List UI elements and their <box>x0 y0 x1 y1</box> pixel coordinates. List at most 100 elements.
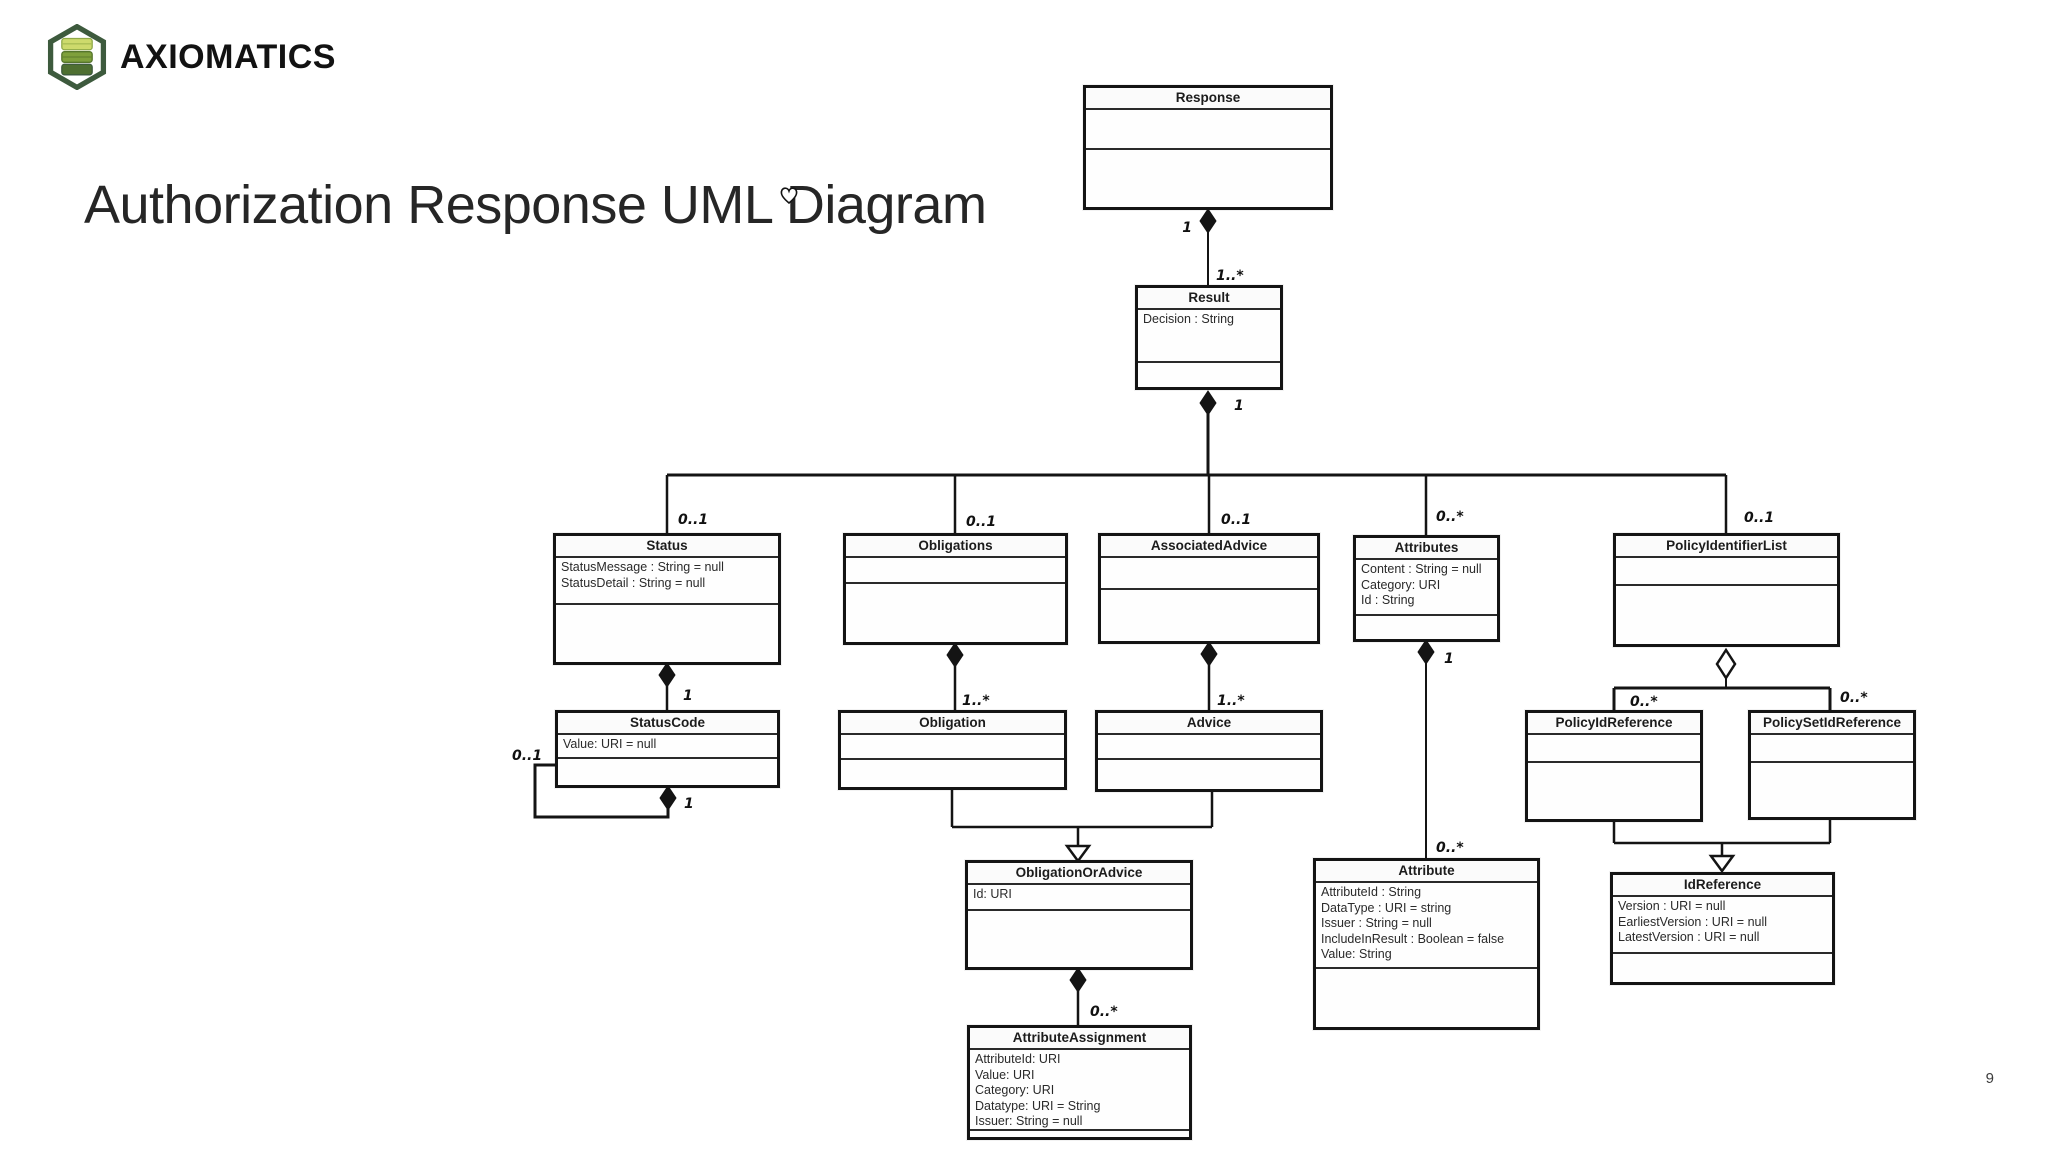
uml-class-advice: Advice <box>1095 710 1323 792</box>
class-title: AssociatedAdvice <box>1101 536 1317 558</box>
uml-class-policysetidreference: PolicySetIdReference <box>1748 710 1916 820</box>
class-operations <box>1138 363 1280 387</box>
class-operations <box>1613 954 1832 982</box>
class-operations <box>1356 616 1497 639</box>
class-attributes: Version : URI = null EarliestVersion : U… <box>1613 897 1832 954</box>
class-title: Status <box>556 536 778 558</box>
edge-associatedadvice-advice: 1..* <box>1200 641 1245 710</box>
class-attributes: Decision : String <box>1138 310 1280 363</box>
class-title: ObligationOrAdvice <box>968 863 1190 885</box>
svg-text:0..1: 0..1 <box>1221 512 1251 528</box>
edge-generalization-idreference <box>1612 820 1832 874</box>
edge-status-statuscode: 1 <box>658 662 693 710</box>
svg-text:0..1: 0..1 <box>966 514 996 530</box>
class-operations <box>846 584 1065 642</box>
class-attributes <box>841 735 1064 760</box>
class-title: Advice <box>1098 713 1320 735</box>
mouse-cursor-icon <box>780 187 798 205</box>
class-title: PolicySetIdReference <box>1751 713 1913 735</box>
class-attributes: Id: URI <box>968 885 1190 911</box>
class-operations <box>1616 586 1837 644</box>
class-operations <box>1316 969 1537 1027</box>
class-attributes <box>1528 735 1700 763</box>
svg-text:1..*: 1..* <box>1217 693 1245 709</box>
class-attributes <box>1086 110 1330 150</box>
class-attributes <box>846 558 1065 584</box>
class-operations <box>970 1131 1189 1137</box>
edge-ooa-attributeassignment: 0..* <box>1069 967 1118 1025</box>
class-operations <box>1751 763 1913 817</box>
class-title: Response <box>1086 88 1330 110</box>
uml-class-attributeassignment: AttributeAssignment AttributeId: URI Val… <box>967 1025 1192 1140</box>
uml-class-result: Result Decision : String <box>1135 285 1283 390</box>
class-title: StatusCode <box>558 713 777 735</box>
class-title: Result <box>1138 288 1280 310</box>
class-operations <box>1086 150 1330 207</box>
class-operations <box>1528 763 1700 819</box>
class-operations <box>556 605 778 662</box>
uml-class-policyidentifierlist: PolicyIdentifierList <box>1613 533 1840 647</box>
axiomatics-logo: AXIOMATICS <box>44 24 336 90</box>
svg-text:0..1: 0..1 <box>512 748 542 764</box>
svg-text:1..*: 1..* <box>962 693 990 709</box>
class-title: Obligations <box>846 536 1065 558</box>
axiomatics-logo-text: AXIOMATICS <box>120 37 336 76</box>
class-title: Attributes <box>1356 538 1497 560</box>
edge-statuscode-self: 1 0..1 <box>512 748 694 819</box>
svg-text:0..*: 0..* <box>1090 1004 1118 1020</box>
svg-text:0..*: 0..* <box>1840 690 1868 706</box>
axiomatics-logo-icon <box>47 24 107 90</box>
class-attributes <box>1751 735 1913 763</box>
uml-class-statuscode: StatusCode Value: URI = null <box>555 710 780 788</box>
edge-obligations-obligation: 1..* <box>946 642 990 710</box>
class-operations <box>1098 760 1320 789</box>
class-attributes <box>1616 558 1837 586</box>
svg-text:1: 1 <box>1444 651 1454 667</box>
edge-generalization-obligationoradvice <box>950 790 1214 864</box>
edge-response-result: 1 1..* <box>1182 208 1244 285</box>
class-attributes: StatusMessage : String = null StatusDeta… <box>556 558 778 605</box>
class-title: PolicyIdentifierList <box>1616 536 1837 558</box>
class-title: PolicyIdReference <box>1528 713 1700 735</box>
class-attributes: AttributeId: URI Value: URI Category: UR… <box>970 1050 1189 1131</box>
class-attributes: Content : String = null Category: URI Id… <box>1356 560 1497 616</box>
class-attributes <box>1098 735 1320 760</box>
class-attributes: Value: URI = null <box>558 735 777 759</box>
page-number: 9 <box>1985 1070 1994 1087</box>
svg-text:1: 1 <box>1182 220 1192 236</box>
edge-attributes-attribute: 1 0..* <box>1417 639 1464 858</box>
svg-text:0..*: 0..* <box>1436 840 1464 856</box>
uml-class-response: Response <box>1083 85 1333 210</box>
svg-text:0..*: 0..* <box>1630 694 1658 710</box>
uml-class-obligationoradvice: ObligationOrAdvice Id: URI <box>965 860 1193 970</box>
uml-class-associatedadvice: AssociatedAdvice <box>1098 533 1320 644</box>
class-operations <box>968 911 1190 967</box>
svg-text:1: 1 <box>684 796 694 812</box>
uml-class-obligation: Obligation <box>838 710 1067 790</box>
edge-result-children: 1 0..1 0..1 0..1 0..* 0..1 <box>665 390 1774 535</box>
svg-text:0..1: 0..1 <box>1744 510 1774 526</box>
svg-text:1: 1 <box>683 688 693 704</box>
class-title: Obligation <box>841 713 1064 735</box>
edge-pil-aggregation: 0..* 0..* <box>1612 647 1868 710</box>
svg-text:0..*: 0..* <box>1436 509 1464 525</box>
uml-class-policyidreference: PolicyIdReference <box>1525 710 1703 822</box>
uml-class-status: Status StatusMessage : String = null Sta… <box>553 533 781 665</box>
class-title: AttributeAssignment <box>970 1028 1189 1050</box>
class-operations <box>1101 590 1317 641</box>
uml-class-obligations: Obligations <box>843 533 1068 645</box>
uml-class-idreference: IdReference Version : URI = null Earlies… <box>1610 872 1835 985</box>
class-attributes: AttributeId : String DataType : URI = st… <box>1316 883 1537 969</box>
class-title: Attribute <box>1316 861 1537 883</box>
class-operations <box>558 759 777 785</box>
class-title: IdReference <box>1613 875 1832 897</box>
uml-class-attributes: Attributes Content : String = null Categ… <box>1353 535 1500 642</box>
class-operations <box>841 760 1064 787</box>
uml-class-attribute: Attribute AttributeId : String DataType … <box>1313 858 1540 1030</box>
svg-text:0..1: 0..1 <box>678 512 708 528</box>
svg-text:1: 1 <box>1234 398 1244 414</box>
page-title: Authorization Response UML Diagram <box>84 175 987 235</box>
svg-text:1..*: 1..* <box>1216 268 1244 284</box>
